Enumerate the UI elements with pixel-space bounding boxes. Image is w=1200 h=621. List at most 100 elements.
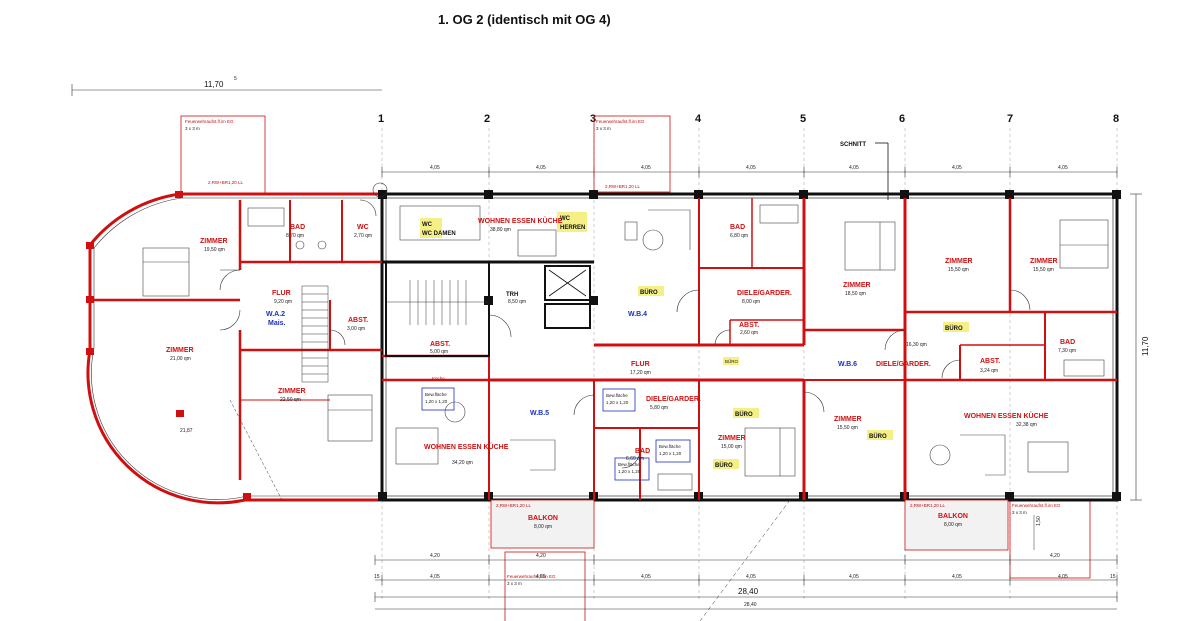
room-area: 15,50 qm [1033,267,1054,273]
dim-span: 4,05 [641,165,651,171]
dim-bottom: 4,20 [536,553,546,559]
dim-sub-total: 28,40 [744,602,757,608]
axis-label: 8 [1113,113,1119,125]
unit-labels: W.A.2 Mais. W.B.4 W.B.5 W.B.6 [266,311,857,417]
unit-label: W.B.6 [838,361,857,368]
room-area: 22,50 qm [280,397,301,403]
dim-balcony-depth: 1,50 [1036,516,1042,526]
room-area: 8,00 qm [742,299,760,305]
room-area: 19,50 qm [204,247,225,253]
room-label: TRH [506,292,518,298]
dim-bottom: 4,20 [430,553,440,559]
room-area: 7,30 qm [1058,348,1076,354]
room-area: 2,70 qm [354,233,372,239]
room-label: ZIMMER [1030,258,1058,265]
axis-label: 1 [378,113,384,125]
balcony-label: BALKON [528,515,558,522]
room-area: 38,80 qm [490,227,511,233]
room-area: 5,00 qm [430,349,448,355]
axis-label: 4 [695,113,702,125]
room-area: 6,80 qm [730,233,748,239]
dim-total: 28,40 [738,587,759,596]
room-label: DIELE/GARDER. [646,396,701,403]
room-area: 21,00 qm [170,356,191,362]
window-note: 2,RW+BR1,20 LL [496,503,532,508]
section-marker: SCHNITT [840,142,889,200]
kitchen-label: Küche [432,376,445,381]
highlight-herren: HERREN [560,225,585,231]
room-area: 15,50 qm [837,425,858,431]
room-label: WOHNEN ESSEN KÜCHE [424,442,509,451]
room-area: 15,50 qm [948,267,969,273]
room-label: ABST. [348,317,368,324]
dim-span: 4,05 [536,574,546,580]
bew-label: Bew.fläche [618,462,640,467]
room-label: ZIMMER [834,416,862,423]
stair-core [301,260,594,383]
highlight-buero: BÜRO [725,358,739,364]
dim-bottom-end: 15 [1110,574,1116,580]
room-label: ZIMMER [945,258,973,265]
room-area: 17,20 qm [630,370,651,376]
highlight-labels: WC WC DAMEN WC HERREN BÜRO BÜRO BÜRO BÜR… [420,212,969,469]
room-area: 34,20 qm [452,460,473,466]
dim-span: 4,05 [430,165,440,171]
room-label: ABST. [980,358,1000,365]
room-label: BAD [635,448,650,455]
highlight-buero: BÜRO [735,411,753,418]
window-note: 2,RW+BR1,20 LL [910,503,946,508]
room-label: ZIMMER [200,238,228,245]
bew-size: 1,20 x 1,20 [659,451,682,456]
room-area: 8,70 qm [286,233,304,239]
unit-sub-label: Mais. [268,320,286,327]
room-area: 3,00 qm [347,326,365,332]
fire-note: Feuerwehraufst.fl.im EG [1012,503,1061,508]
dim-span: 4,05 [746,165,756,171]
dim-span: 4,05 [641,574,651,580]
bew-size: 1,20 x 1,20 [606,400,629,405]
unit-label: W.B.5 [530,410,549,417]
axis-label: 7 [1007,113,1013,125]
room-label: DIELE/GARDER. [876,361,931,368]
room-area: 8,50 qm [508,299,526,305]
highlight-buero: BÜRO [715,462,733,469]
highlight-wc: WC [422,222,433,228]
room-label: BAD [1060,339,1075,346]
unit-label: W.B.4 [628,311,647,318]
room-area: 2,60 qm [740,330,758,336]
fire-note: Feuerwehraufst.fl.im EG [185,119,234,124]
fire-escape-areas: Feuerwehraufst.fl.im EG 3 x 3 m 2,RW+BR1… [180,115,1091,621]
balcony-label: BALKON [938,513,968,520]
top-dimension-chain: 4,05 4,05 4,05 4,05 4,05 4,05 4,05 [381,165,1118,177]
balconies: 2,RW+BR1,20 LL BALKON 8,00 qm 2,RW+BR1,2… [490,499,1042,551]
interior-walls [90,198,1117,500]
door-swings [219,182,1031,469]
room-area: 9,20 qm [274,299,292,305]
axis-label: 6 [899,113,905,125]
window-note: 2,RW+BR1,20 LL [605,184,641,189]
dim-span: 4,05 [849,574,859,580]
dim-top-left-sup: 5 [234,76,237,82]
unit-label: W.A.2 [266,311,285,318]
room-area: 6,60 qm [626,456,644,462]
dim-right-height: 11,70 [1141,336,1150,356]
dim-bottom: 4,20 [1050,553,1060,559]
dim-span: 4,05 [952,165,962,171]
highlight-wc-damen: WC DAMEN [422,231,456,237]
fire-size: 3 x 3 m [1012,510,1027,515]
room-labels: ZIMMER 19,50 qm BAD 8,70 qm WC 2,70 qm F… [166,216,1076,466]
room-label: WC [357,224,369,231]
right-dimension: 11,70 [1130,193,1150,501]
dim-span: 4,05 [430,574,440,580]
room-label: ABST. [430,341,450,348]
section-label: SCHNITT [840,142,866,148]
room-area: 32,38 qm [1016,422,1037,428]
bew-size: 1,20 x 1,20 [425,399,448,404]
dim-span: 4,05 [849,165,859,171]
axis-label: 5 [800,113,806,125]
room-label: ZIMMER [843,282,871,289]
bottom-dimension-chains: 4,20 4,20 4,20 15 4,05 4,05 4,05 4,05 4,… [374,499,1118,621]
highlight-buero: BÜRO [640,289,658,296]
fire-size: 3 x 3 m [507,581,522,586]
